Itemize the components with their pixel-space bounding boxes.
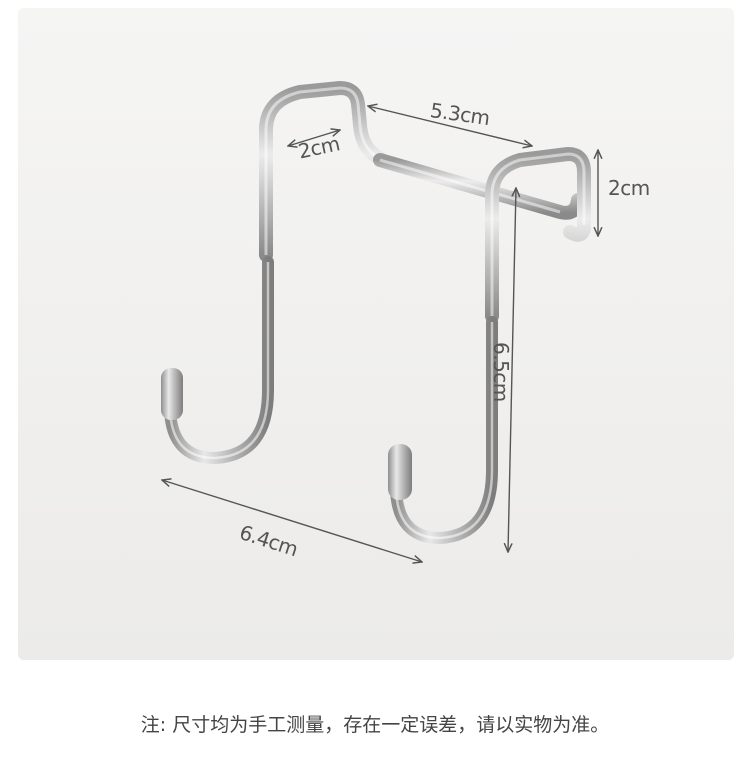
dim-line-bottom-width — [162, 480, 422, 562]
dim-line-top-width — [368, 106, 532, 146]
dimension-depth-right: 2cm — [608, 176, 650, 200]
dim-line-height — [508, 188, 516, 552]
left-hook — [161, 81, 387, 465]
crossbar — [373, 153, 585, 220]
dim-line-depth-left — [288, 130, 340, 146]
dimension-lines — [162, 106, 598, 562]
measurement-footnote: 注: 尺寸均为手工测量，存在一定误差，请以实物为准。 — [140, 714, 610, 736]
dimension-height: 6.5cm — [489, 342, 513, 402]
